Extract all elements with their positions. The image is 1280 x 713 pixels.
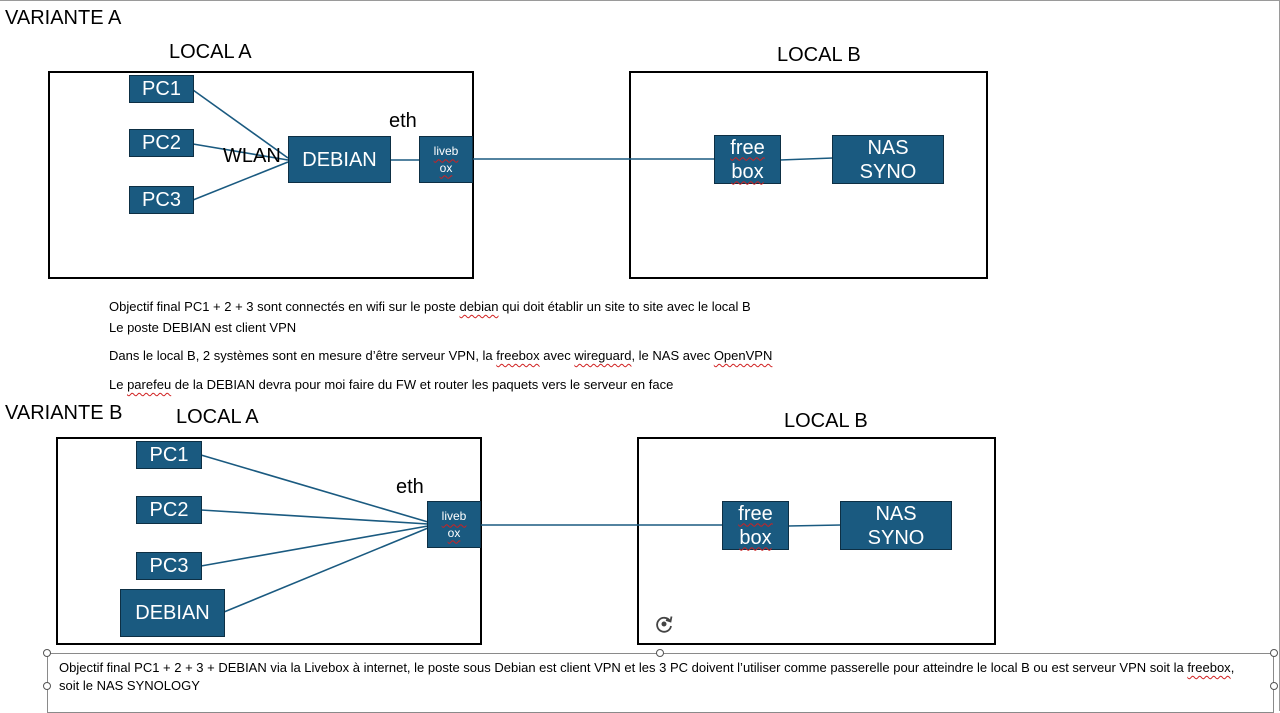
node-label-line2: ox xyxy=(439,160,453,175)
node-label: PC3 xyxy=(149,555,189,577)
variante-b-livebox-node[interactable]: liveb ox xyxy=(427,501,481,548)
variante-b-eth-label: eth xyxy=(396,476,424,498)
link-a-pc2-debian xyxy=(192,143,289,161)
node-label-line1: NAS xyxy=(867,136,909,159)
resize-handle-top-left[interactable] xyxy=(43,649,51,657)
variante-b-local-a-frame xyxy=(56,437,482,645)
variante-b-freebox-node[interactable]: free box xyxy=(722,501,789,550)
variante-a-eth-label: eth xyxy=(389,110,417,132)
resize-handle-top-right[interactable] xyxy=(1270,649,1278,657)
node-label-line1: NAS xyxy=(875,502,917,525)
variante-b-debian-node[interactable]: DEBIAN xyxy=(120,589,225,637)
node-label-line2: ox xyxy=(447,525,461,540)
link-b-pc3-livebox xyxy=(200,525,429,567)
link-b-pc2-livebox xyxy=(200,509,429,525)
variante-b-note-line2: soit le NAS SYNOLOGY xyxy=(59,678,200,693)
variante-b-pc2-node[interactable]: PC2 xyxy=(136,496,202,524)
resize-handle-middle-left[interactable] xyxy=(43,682,51,690)
node-label-line1: liveb xyxy=(433,144,459,159)
variante-a-freebox-node[interactable]: free box xyxy=(714,135,781,184)
variante-b-note-line1: Objectif final PC1 + 2 + 3 + DEBIAN via … xyxy=(59,660,1235,675)
variante-a-wlan-label: WLAN xyxy=(223,145,281,167)
node-label: DEBIAN xyxy=(135,602,210,624)
variante-a-local-b-frame xyxy=(629,71,988,279)
node-label: PC3 xyxy=(142,189,181,211)
link-a-pc1-debian xyxy=(192,89,289,159)
node-label: PC1 xyxy=(149,444,189,466)
resize-handle-top-center[interactable] xyxy=(656,649,664,657)
node-label-line2: SYNO xyxy=(859,160,917,183)
variante-a-note-3: Dans le local B, 2 systèmes sont en mesu… xyxy=(109,348,773,363)
variante-b-local-b-frame xyxy=(637,437,996,645)
variante-a-note-4: Le parefeu de la DEBIAN devra pour moi f… xyxy=(109,377,674,392)
node-label: DEBIAN xyxy=(302,148,377,171)
variante-b-local-a-title: LOCAL A xyxy=(176,406,259,428)
variante-b-local-b-title: LOCAL B xyxy=(784,410,868,432)
node-label: PC2 xyxy=(149,499,189,521)
variante-b-title: VARIANTE B xyxy=(5,402,123,424)
resize-handle-middle-right[interactable] xyxy=(1270,682,1278,690)
variante-a-local-b-title: LOCAL B xyxy=(777,44,861,66)
node-label-line2: box xyxy=(731,160,764,183)
link-a-pc3-debian xyxy=(192,161,289,201)
link-b-freebox-nas xyxy=(787,524,842,527)
variante-a-local-a-title: LOCAL A xyxy=(169,41,252,63)
variante-b-pc1-node[interactable]: PC1 xyxy=(136,441,202,469)
variante-a-nas-node[interactable]: NAS SYNO xyxy=(832,135,944,184)
node-label-line1: liveb xyxy=(441,509,467,524)
variante-a-pc2-node[interactable]: PC2 xyxy=(129,129,194,157)
variante-a-pc3-node[interactable]: PC3 xyxy=(129,186,194,214)
node-label-line1: free xyxy=(730,136,765,159)
rotate-icon[interactable] xyxy=(652,612,676,636)
node-label: PC1 xyxy=(142,78,181,100)
link-b-pc1-livebox xyxy=(200,454,429,523)
variante-b-pc3-node[interactable]: PC3 xyxy=(136,552,202,580)
variante-a-livebox-node[interactable]: liveb ox xyxy=(419,136,473,183)
variante-a-note-1: Objectif final PC1 + 2 + 3 sont connecté… xyxy=(109,299,751,314)
node-label-line2: box xyxy=(739,526,772,549)
variante-a-note-2: Le poste DEBIAN est client VPN xyxy=(109,320,297,335)
variante-a-title: VARIANTE A xyxy=(5,7,122,29)
variante-a-pc1-node[interactable]: PC1 xyxy=(129,75,194,103)
variante-b-nas-node[interactable]: NAS SYNO xyxy=(840,501,952,550)
node-label: PC2 xyxy=(142,132,181,154)
variante-a-debian-node[interactable]: DEBIAN xyxy=(288,136,391,183)
link-b-debian-livebox xyxy=(223,527,429,613)
node-label-line2: SYNO xyxy=(867,526,925,549)
node-label-line1: free xyxy=(738,502,773,525)
variante-a-local-a-frame xyxy=(48,71,474,279)
link-a-freebox-nas xyxy=(779,157,834,161)
